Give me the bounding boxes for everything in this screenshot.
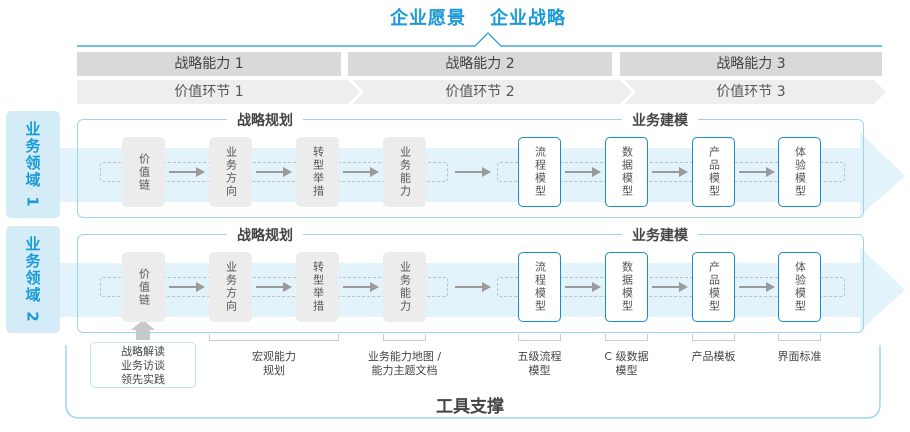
process-box[interactable]: 业务能力 <box>383 252 426 322</box>
value-chain-step: 价值环节 1 <box>174 84 244 100</box>
process-box[interactable]: 价值链 <box>122 252 165 322</box>
process-box[interactable]: 业务方向 <box>209 252 252 322</box>
arrow-right-icon <box>256 167 292 177</box>
output-label: 宏观能力 规划 <box>252 350 296 377</box>
business-modeling-header: 业务建模 <box>622 110 698 130</box>
output-label: 产品模板 <box>691 350 736 363</box>
process-box[interactable]: 转型举措 <box>296 252 339 322</box>
strategy-dashed-group <box>100 277 448 297</box>
value-chain-step: 价值环节 2 <box>445 84 515 100</box>
output-bracket <box>209 334 339 341</box>
process-box[interactable]: 体验模型 <box>778 252 821 322</box>
arrow-right-icon <box>565 282 601 292</box>
arrow-right-icon <box>652 167 688 177</box>
up-arrow-icon <box>131 320 155 340</box>
process-box[interactable]: 价值链 <box>122 137 165 207</box>
capability-bar: 战略能力 3 <box>620 52 882 76</box>
process-box[interactable]: 数据模型 <box>605 137 648 207</box>
business-domain-label: 业务领域 1 <box>6 111 60 218</box>
vision-label: 企业愿景 <box>390 8 466 29</box>
arrow-right-icon <box>256 282 292 292</box>
process-box[interactable]: 流程模型 <box>518 137 561 207</box>
arrow-right-icon <box>455 282 491 292</box>
process-box[interactable]: 转型举措 <box>296 137 339 207</box>
domain-container <box>77 119 864 218</box>
process-box[interactable]: 业务方向 <box>209 137 252 207</box>
arrow-right-icon <box>739 282 775 292</box>
domain-container <box>77 234 864 333</box>
arrow-right-icon <box>565 167 601 177</box>
output-bracket <box>605 334 648 341</box>
process-box[interactable]: 体验模型 <box>778 137 821 207</box>
arrow-right-icon <box>169 167 205 177</box>
output-bracket <box>778 334 821 341</box>
output-bracket <box>692 334 735 341</box>
process-box[interactable]: 产品模型 <box>692 252 735 322</box>
modeling-dashed-group <box>497 277 845 297</box>
vision-divider <box>77 32 882 47</box>
value-chain-step: 价值环节 3 <box>716 84 786 100</box>
strategic-planning-header: 战略规划 <box>227 225 303 245</box>
output-label: 业务能力地图 / 能力主题文档 <box>367 350 442 377</box>
output-label: 界面标准 <box>777 350 822 363</box>
arrow-right-icon <box>169 282 205 292</box>
process-box[interactable]: 业务能力 <box>383 137 426 207</box>
output-bracket <box>383 334 426 341</box>
strategy-label: 企业战略 <box>490 8 566 29</box>
inputs-box: 战略解读 业务访谈 领先实践 <box>90 342 196 388</box>
capability-bar: 战略能力 2 <box>348 52 612 76</box>
output-bracket <box>518 334 561 341</box>
arrow-right-icon <box>343 167 379 177</box>
strategy-dashed-group <box>100 162 448 182</box>
tool-support-frame <box>65 345 881 419</box>
process-box[interactable]: 产品模型 <box>692 137 735 207</box>
output-label: C 级数据 模型 <box>604 350 649 377</box>
top-title: 企业愿景 企业战略 <box>0 4 910 30</box>
business-modeling-header: 业务建模 <box>622 225 698 245</box>
capability-bar: 战略能力 1 <box>77 52 341 76</box>
arrow-right-icon <box>652 282 688 292</box>
modeling-dashed-group <box>497 162 845 182</box>
arrow-right-icon <box>455 167 491 177</box>
strategic-planning-header: 战略规划 <box>227 110 303 130</box>
process-box[interactable]: 数据模型 <box>605 252 648 322</box>
business-domain-label: 业务领域 2 <box>6 226 60 333</box>
process-box[interactable]: 流程模型 <box>518 252 561 322</box>
value-chain-chevrons <box>77 80 886 104</box>
tool-support-label: 工具支撑 <box>436 397 504 417</box>
arrow-right-icon <box>739 167 775 177</box>
output-label: 五级流程 模型 <box>517 350 562 377</box>
arrow-right-icon <box>343 282 379 292</box>
